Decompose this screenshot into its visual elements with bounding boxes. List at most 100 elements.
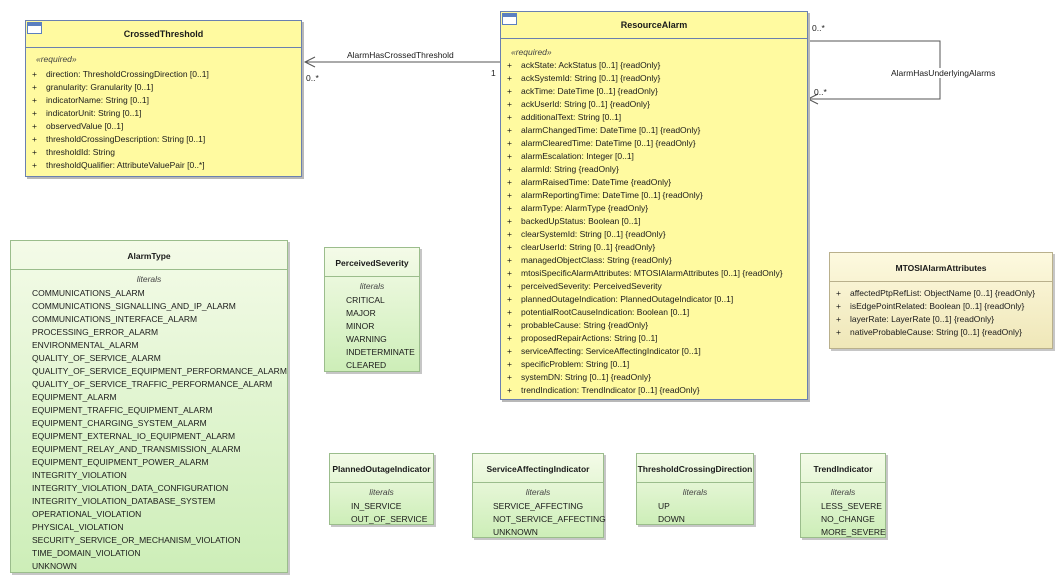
public-visibility-icon: +: [836, 301, 841, 311]
enum-literal: IN_SERVICE: [351, 501, 402, 511]
mtosi-alarm-attributes-datatype[interactable]: MTOSIAlarmAttributes +affectedPtpRefList…: [829, 252, 1053, 349]
attribute-text: thresholdId: String: [46, 147, 115, 157]
attribute-text: alarmId: String {readOnly}: [521, 164, 619, 174]
attribute-row: + alarmEscalation: Integer [0..1]: [501, 150, 807, 163]
enum-literal: INTEGRITY_VIOLATION: [32, 470, 127, 480]
attribute-row: +thresholdQualifier: AttributeValuePair …: [26, 159, 301, 172]
enum-literal: COMMUNICATIONS_SIGNALLING_AND_IP_ALARM: [32, 301, 236, 311]
attribute-text: alarmClearedTime: DateTime [0..1] {readO…: [521, 138, 696, 148]
attribute-text: potentialRootCauseIndication: Boolean [0…: [521, 307, 690, 317]
attribute-row: + isEdgePointRelated: Boolean [0..1] {rea…: [830, 300, 1052, 313]
enum-literal: OPERATIONAL_VIOLATION: [32, 509, 142, 519]
attribute-text: specificProblem: String [0..1]: [521, 359, 630, 369]
attribute-text: alarmChangedTime: DateTime [0..1] {readO…: [521, 125, 701, 135]
service-affecting-indicator-enum[interactable]: ServiceAffectingIndicator literals SERVI…: [472, 453, 606, 538]
attribute-row: +direction: ThresholdCrossingDirection […: [26, 68, 301, 81]
literals-label: literals: [359, 281, 385, 291]
attribute-text: probableCause: String {readOnly}: [521, 320, 649, 330]
public-visibility-icon: +: [32, 121, 37, 131]
attribute-text: plannedOutageIndication: PlannedOutageIn…: [521, 294, 734, 304]
attribute-list: + affectedPtpRefList: ObjectName [0..1] {…: [830, 282, 1052, 339]
attribute-row: +granularity: Granularity [0..1]: [26, 81, 301, 94]
public-visibility-icon: +: [507, 372, 512, 382]
crossed-source-multiplicity: 0..*: [306, 73, 319, 83]
planned-outage-indicator-enum[interactable]: PlannedOutageIndicator literals IN_SERVI…: [329, 453, 434, 525]
attribute-row: +alarmClearedTime: DateTime [0..1] {read…: [501, 137, 807, 150]
enum-literal: INTEGRITY_VIOLATION_DATA_CONFIGURATION: [32, 483, 229, 493]
public-visibility-icon: +: [507, 73, 512, 83]
attribute-text: alarmEscalation: Integer [0..1]: [521, 151, 634, 161]
public-visibility-icon: +: [507, 333, 512, 343]
class-icon: [27, 22, 42, 34]
attribute-row: +ackSystemId: String [0..1] {readOnly}: [501, 72, 807, 85]
enum-literal: QUALITY_OF_SERVICE_TRAFFIC_PERFORMANCE_A…: [32, 379, 273, 389]
public-visibility-icon: +: [507, 125, 512, 135]
enum-name: PlannedOutageIndicator: [332, 464, 431, 474]
literals-label: literals: [136, 274, 162, 284]
enum-header: TrendIndicator: [801, 454, 885, 483]
attribute-text: systemDN: String [0..1] {readOnly}: [521, 372, 651, 382]
attribute-text: ackTime: DateTime [0..1] {readOnly}: [521, 86, 658, 96]
public-visibility-icon: +: [507, 151, 512, 161]
class-header: CrossedThreshold: [26, 21, 301, 48]
attribute-text: proposedRepairActions: String [0..1]: [521, 333, 658, 343]
attribute-text: mtosiSpecificAlarmAttributes: MTOSIAlarm…: [521, 268, 783, 278]
attribute-text: layerRate: LayerRate [0..1] {readOnly}: [850, 314, 995, 324]
attribute-row: +nativeProbableCause: String [0..1] {rea…: [830, 326, 1052, 339]
enum-literal: PHYSICAL_VIOLATION: [32, 522, 124, 532]
crossed-threshold-class[interactable]: CrossedThreshold «required» +direction: …: [25, 20, 302, 177]
class-header: ResourceAlarm: [501, 12, 807, 39]
enum-literal: COMMUNICATIONS_ALARM: [32, 288, 145, 298]
enum-literal: MORE_SEVERE: [821, 527, 886, 537]
attribute-text: isEdgePointRelated: Boolean [0..1] {read…: [850, 301, 1025, 311]
attribute-text: nativeProbableCause: String [0..1] {read…: [850, 327, 1022, 337]
class-icon: [502, 13, 517, 25]
trend-indicator-enum[interactable]: TrendIndicator literals LESS_SEVERE NO_C…: [800, 453, 886, 538]
resource-alarm-class[interactable]: ResourceAlarm «required» +ackState: AckS…: [500, 11, 808, 400]
attribute-row: + affectedPtpRefList: ObjectName [0..1] {…: [830, 287, 1052, 300]
enum-literal: QUALITY_OF_SERVICE_EQUIPMENT_PERFORMANCE…: [32, 366, 287, 376]
attribute-row: + indicatorUnit: String [0..1]: [26, 107, 301, 120]
underlying-bottom-multiplicity: 0..*: [814, 87, 827, 97]
public-visibility-icon: +: [507, 190, 512, 200]
threshold-crossing-direction-enum[interactable]: ThresholdCrossingDirection literals UP D…: [636, 453, 754, 525]
enum-header: AlarmType: [11, 241, 287, 270]
enum-name: ServiceAffectingIndicator: [486, 464, 590, 474]
literal-list: LESS_SEVERE NO_CHANGE MORE_SEVERE: [801, 500, 886, 539]
attribute-text: alarmRaisedTime: DateTime {readOnly}: [521, 177, 672, 187]
public-visibility-icon: +: [507, 216, 512, 226]
public-visibility-icon: +: [32, 108, 37, 118]
attribute-row: +probableCause: String {readOnly}: [501, 319, 807, 332]
literals-label: literals: [369, 487, 394, 497]
attribute-row: +additionalText: String [0..1]: [501, 111, 807, 124]
attribute-row: +perceivedSeverity: PerceivedSeverity: [501, 280, 807, 293]
enum-literal: EQUIPMENT_EQUIPMENT_POWER_ALARM: [32, 457, 209, 467]
attribute-row: +alarmId: String {readOnly}: [501, 163, 807, 176]
enum-literal: UNKNOWN: [32, 561, 77, 571]
attribute-text: additionalText: String [0..1]: [521, 112, 622, 122]
enum-literal: UNKNOWN: [493, 527, 538, 537]
attribute-text: affectedPtpRefList: ObjectName [0..1] {r…: [850, 288, 1036, 298]
attribute-text: clearSystemId: String [0..1] {readOnly}: [521, 229, 666, 239]
attribute-text: alarmReportingTime: DateTime [0..1] {rea…: [521, 190, 703, 200]
attribute-row: +ackUserId: String [0..1] {readOnly}: [501, 98, 807, 111]
attribute-row: +thresholdCrossingDescription: String [0…: [26, 133, 301, 146]
enum-literal: INTEGRITY_VIOLATION_DATABASE_SYSTEM: [32, 496, 216, 506]
public-visibility-icon: +: [32, 134, 37, 144]
enum-literal: COMMUNICATIONS_INTERFACE_ALARM: [32, 314, 198, 324]
enum-literal: OUT_OF_SERVICE: [351, 514, 428, 524]
enum-literal: EQUIPMENT_TRAFFIC_EQUIPMENT_ALARM: [32, 405, 213, 415]
attribute-text: indicatorUnit: String [0..1]: [46, 108, 142, 118]
attribute-text: clearUserId: String [0..1] {readOnly}: [521, 242, 656, 252]
public-visibility-icon: +: [507, 86, 512, 96]
enum-literal: WARNING: [346, 334, 387, 344]
perceived-severity-enum[interactable]: PerceivedSeverity literals CRITICAL MAJO…: [324, 247, 420, 372]
enum-literal: NOT_SERVICE_AFFECTING: [493, 514, 606, 524]
attribute-row: +layerRate: LayerRate [0..1] {readOnly}: [830, 313, 1052, 326]
attribute-text: direction: ThresholdCrossingDirection [0…: [46, 69, 209, 79]
alarm-type-enum[interactable]: AlarmType literals COMMUNICATIONS_ALARM …: [10, 240, 288, 573]
attribute-text: perceivedSeverity: PerceivedSeverity: [521, 281, 662, 291]
enum-name: ThresholdCrossingDirection: [637, 464, 753, 474]
public-visibility-icon: +: [836, 288, 841, 298]
enum-literal: CLEARED: [346, 360, 387, 370]
